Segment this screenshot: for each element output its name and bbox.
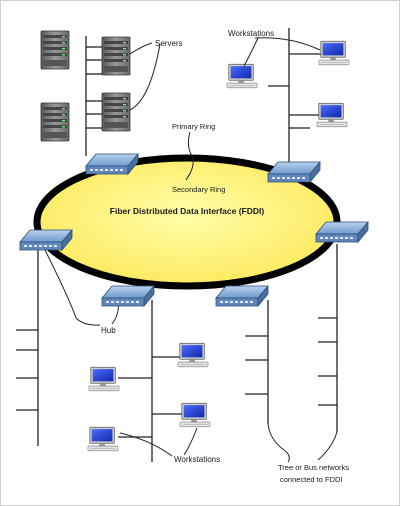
hub-icon — [315, 221, 369, 243]
hub-icon — [19, 229, 73, 251]
workstations-top-label: Workstations — [228, 29, 274, 38]
servers-label: Servers — [155, 39, 183, 48]
ring-leader — [185, 131, 194, 181]
hub-icon — [215, 285, 269, 307]
diagram-title: Fiber Distributed Data Interface (FDDI) — [110, 206, 265, 216]
workstations-bottom-label: Workstations — [174, 455, 220, 464]
workstation-icon — [87, 426, 119, 452]
workstation-icon — [179, 402, 211, 428]
hub-leader — [43, 247, 101, 326]
workstation-icon — [226, 63, 258, 89]
workstation-icon — [177, 342, 209, 368]
hub-icon — [267, 161, 321, 183]
workstations-leader — [119, 432, 173, 457]
servers-leader — [129, 42, 153, 55]
workstation-icon — [88, 366, 120, 392]
primary-ring-label: Primary Ring — [172, 122, 215, 131]
hub-label: Hub — [101, 326, 116, 335]
tree-bus-leader — [317, 431, 338, 461]
workstation-bus-top — [268, 28, 322, 164]
server-bus — [85, 36, 102, 156]
workstations-leader — [254, 37, 321, 51]
server-icon — [101, 92, 131, 132]
tree-bus-label-line2: connected to FDDI — [280, 475, 343, 484]
hub-icon — [101, 285, 155, 307]
bottom-middle-bus — [118, 300, 182, 462]
bottom-left-bus — [16, 250, 39, 446]
workstations-leader — [183, 427, 198, 456]
tree-bus-leader — [267, 423, 290, 463]
server-icon — [40, 102, 70, 142]
workstation-icon — [318, 40, 350, 66]
server-icon — [40, 30, 70, 70]
hub-icon — [85, 153, 139, 175]
workstations-leader — [243, 37, 259, 67]
servers-leader — [129, 43, 161, 111]
secondary-ring-label: Secondary Ring — [172, 185, 225, 194]
server-icon — [101, 36, 131, 76]
workstation-icon — [316, 102, 348, 128]
tree-bus-networks — [245, 244, 338, 432]
tree-bus-label-line1: Tree or Bus networks — [278, 463, 349, 472]
